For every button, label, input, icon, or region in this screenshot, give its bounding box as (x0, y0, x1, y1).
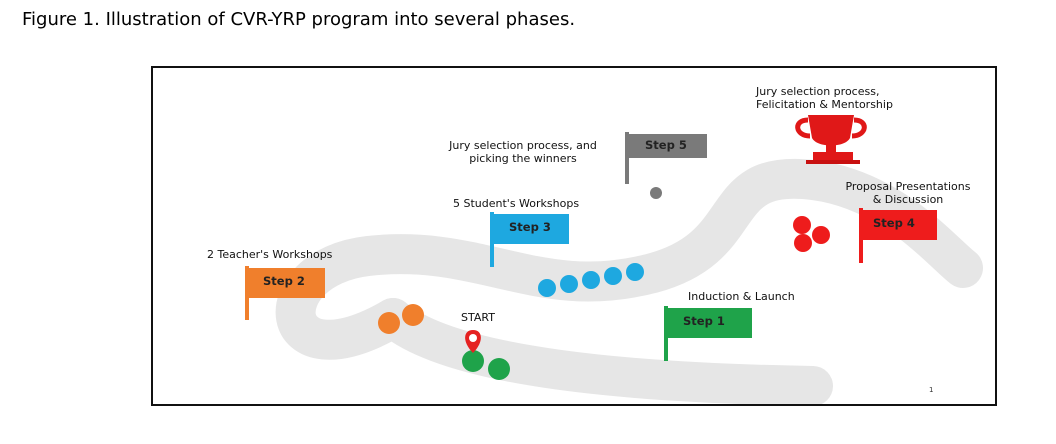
step3-dot (538, 279, 556, 297)
step4-description-line2: & Discussion (872, 193, 944, 206)
trophy-description-line2: Felicitation & Mentorship (756, 98, 893, 111)
figure-caption: Figure 1. Illustration of CVR-YRP progra… (22, 9, 575, 30)
step3-dot (626, 263, 644, 281)
step5-description-line1: Jury selection process, and (449, 139, 597, 152)
step1-flag-icon (664, 306, 752, 361)
step2-flag-label: Step 2 (263, 274, 305, 288)
step4-flag-icon (859, 208, 937, 263)
trophy-description: Jury selection process, Felicitation & M… (756, 85, 893, 111)
step2-dot (378, 312, 400, 334)
diagram-frame: Step 1 Step 2 Step 3 Step 4 Step 5 Induc… (151, 66, 997, 406)
step5-dot (650, 187, 662, 199)
step5-description: Jury selection process, and picking the … (433, 139, 613, 165)
step1-dot (488, 358, 510, 380)
step3-dot (582, 271, 600, 289)
road-tail (373, 298, 833, 404)
step5-flag-label: Step 5 (645, 138, 687, 152)
location-pin-icon (465, 330, 481, 353)
step5-flag-icon (625, 132, 707, 184)
step1-flag-label: Step 1 (683, 314, 725, 328)
step3-flag-icon (490, 212, 569, 267)
step2-description: 2 Teacher's Workshops (207, 248, 333, 261)
step4-dot (812, 226, 830, 244)
step2-dot (402, 304, 424, 326)
step4-flag-label: Step 4 (873, 216, 915, 230)
step4-description-line1: Proposal Presentations (845, 180, 971, 193)
start-label: START (461, 311, 495, 324)
trophy-icon (795, 115, 867, 164)
step5-description-line2: picking the winners (469, 152, 577, 165)
roadmap-diagram (245, 115, 983, 404)
step3-description: 5 Student's Workshops (453, 197, 580, 210)
step3-dot (604, 267, 622, 285)
step4-dot (793, 216, 811, 234)
step4-description: Proposal Presentations & Discussion (828, 180, 988, 206)
figure-caption-text: Illustration of CVR-YRP program into sev… (99, 9, 576, 30)
page-number: 1 (929, 386, 934, 394)
step3-flag-label: Step 3 (509, 220, 551, 234)
trophy-description-line1: Jury selection process, (756, 85, 880, 98)
step1-description: Induction & Launch (688, 290, 795, 303)
step3-dot (560, 275, 578, 293)
step2-flag-icon (245, 266, 325, 320)
step4-dot (794, 234, 812, 252)
figure-label: Figure 1. (22, 9, 100, 30)
step1-dot (462, 350, 484, 372)
